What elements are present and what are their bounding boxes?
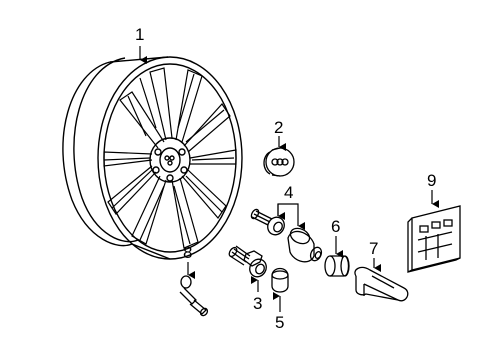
callout-6: 6 <box>331 217 340 236</box>
callout-5: 5 <box>275 313 284 332</box>
callout-3: 3 <box>253 294 262 313</box>
leader-lines <box>139 46 439 312</box>
callout-2: 2 <box>274 118 283 137</box>
callout-9: 9 <box>427 171 436 190</box>
callout-1: 1 <box>135 25 144 44</box>
callout-8: 8 <box>183 243 192 262</box>
removal-tool-icon <box>354 266 409 302</box>
alloy-wheel-icon <box>62 56 243 260</box>
bolt-cap-icon <box>271 267 289 293</box>
locking-bolt-set-icon <box>250 208 323 263</box>
adapter-icon <box>324 255 350 277</box>
callout-4: 4 <box>284 183 293 202</box>
wheel-bolt-icon <box>228 245 267 278</box>
code-card-icon <box>407 205 461 274</box>
valve-stem-icon <box>179 275 209 317</box>
center-cap-icon <box>263 147 295 177</box>
callout-7: 7 <box>369 239 378 258</box>
